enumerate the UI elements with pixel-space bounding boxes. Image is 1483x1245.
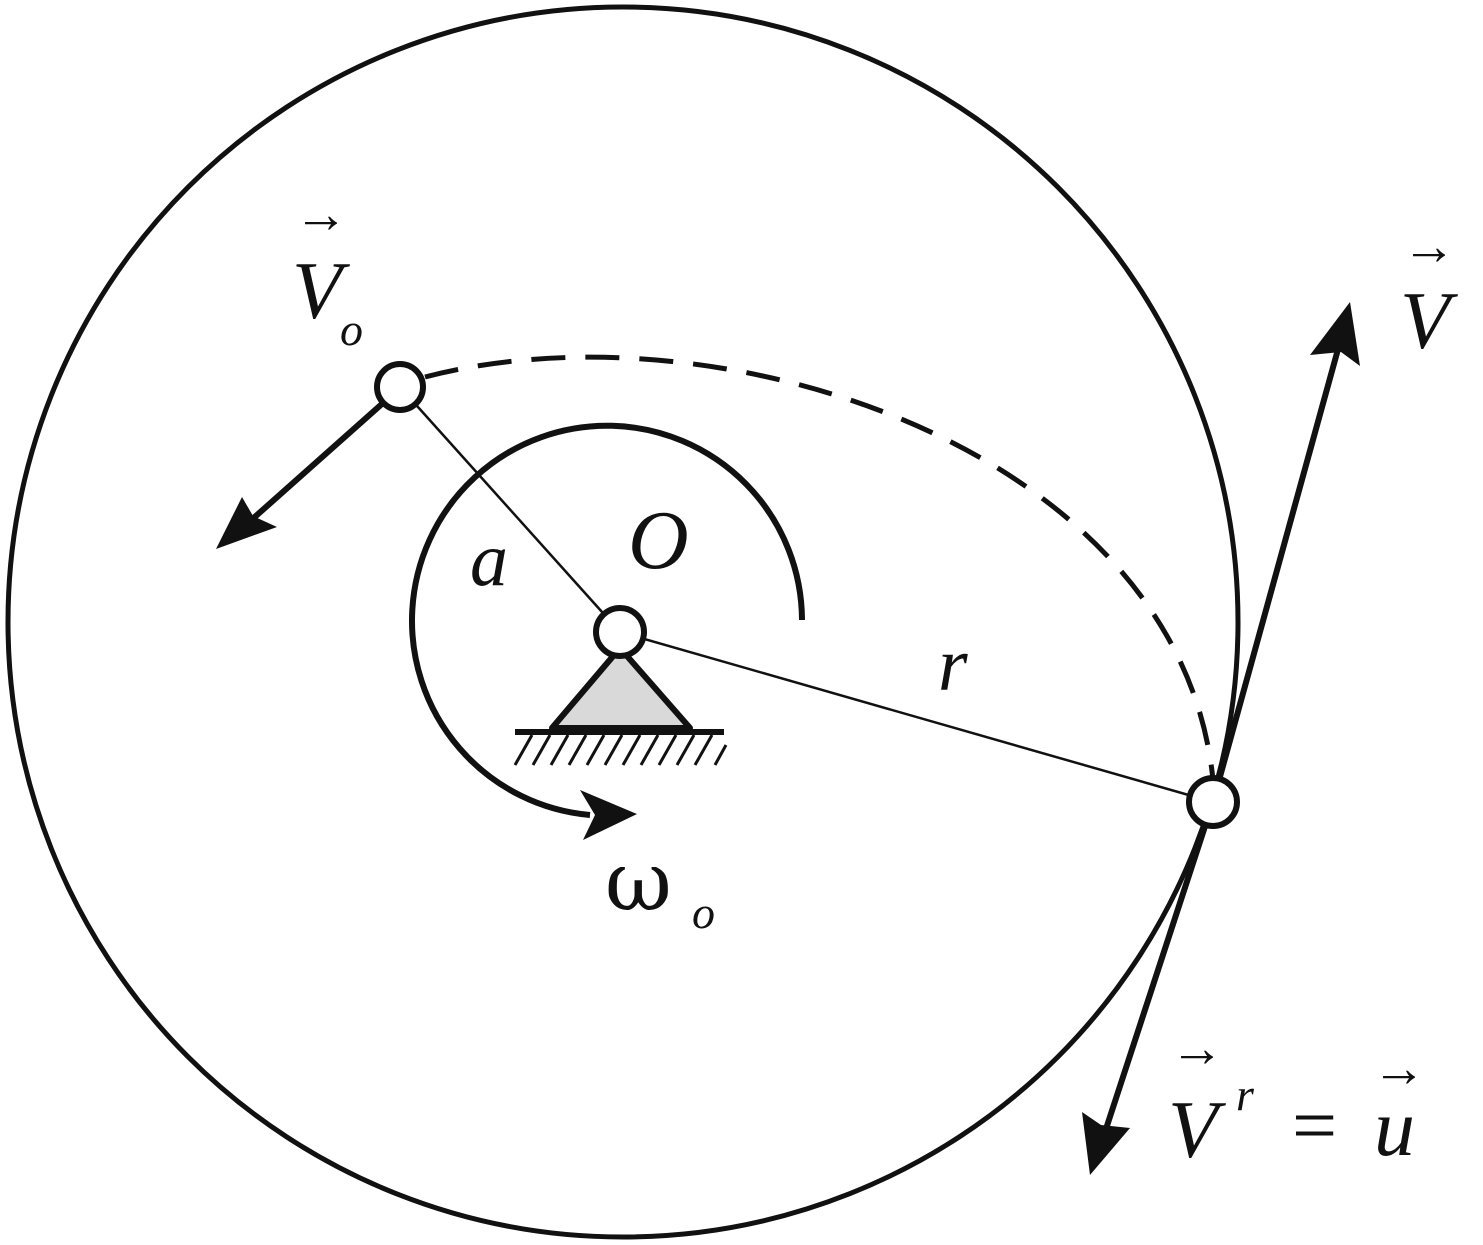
- label-equals: =: [1292, 1082, 1337, 1170]
- label-vo-v: V: [292, 245, 350, 336]
- label-vr-v: V: [1168, 1084, 1226, 1175]
- v-vector-shaft: [1210, 341, 1343, 803]
- label-omega-sub: o: [692, 887, 715, 938]
- vo-vector-shaft: [246, 392, 394, 526]
- label-radius-r: r: [938, 623, 968, 707]
- joint-vo-point: [374, 361, 426, 413]
- label-u: u: [1374, 1082, 1415, 1173]
- label-vr-sup: r: [1236, 1069, 1255, 1120]
- disk-outline: [5, 4, 1241, 1240]
- arm-a-line: [399, 386, 621, 633]
- vr-vector-shaft: [1101, 801, 1216, 1136]
- omega-rotation-arc: [409, 422, 805, 818]
- u-overarrow: →: [1372, 1038, 1426, 1098]
- hinged-support-icon: [549, 645, 693, 731]
- label-vo-sub: o: [340, 304, 363, 355]
- ground-hatching: [513, 734, 728, 766]
- v-overarrow: →: [1402, 216, 1456, 276]
- radius-r-line: [619, 630, 1214, 804]
- v-vector-arrowhead: [1310, 302, 1360, 366]
- joint-contact-point: [1186, 775, 1240, 829]
- vo-overarrow: →: [294, 184, 348, 244]
- label-omega: ω: [605, 835, 672, 930]
- vr-vector-arrowhead: [1082, 1112, 1130, 1175]
- vo-vector-arrowhead: [216, 497, 277, 549]
- vr-overarrow: →: [1170, 1018, 1224, 1078]
- trajectory-dashed-arc: [424, 354, 1216, 781]
- label-v: V: [1400, 275, 1458, 366]
- pivot-support: [513, 645, 728, 766]
- label-center-o: O: [628, 494, 689, 587]
- pin-joint-icon: [593, 605, 647, 659]
- omega-arrowhead: [580, 790, 637, 840]
- label-arm-a: a: [470, 518, 508, 602]
